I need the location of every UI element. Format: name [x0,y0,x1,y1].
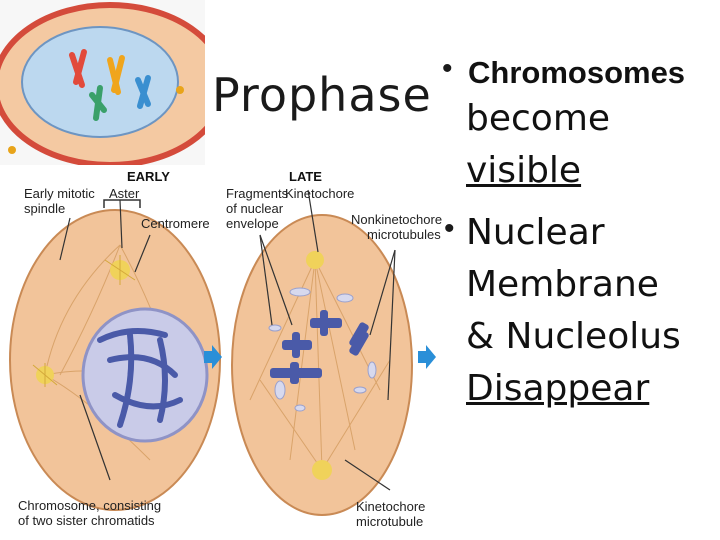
prophase-inset-image [0,0,205,165]
label-fragments-nuclear-envelope: Fragments of nuclear envelope [226,186,289,231]
label-kinetochore: Kinetochore [285,186,355,201]
label-centromere: Centromere [141,216,210,231]
late-cell [59,189,413,516]
bullet-2-line-1: Nuclear [466,212,605,253]
bullet-1-line-1: Chromosomes [468,55,686,90]
stage-label-early: EARLY [127,169,170,184]
arrow-icon [418,345,436,369]
label-kinetochore-microtubule: Kinetochore microtubule [356,499,426,529]
bullet-2-line-3: & Nucleolus [466,316,681,357]
label-chromosome: Chromosome, consisting of two sister chr… [18,498,162,528]
bullet-dot: • [442,52,453,85]
bullet-1-line-3: visible [466,150,582,191]
bullet-2-line-4: Disappear [466,368,650,409]
prophase-diagram [9,189,436,516]
label-aster: Aster [109,186,140,201]
early-cell [9,199,221,511]
label-nonkinetochore-microtubules: Nonkinetochore microtubules [351,212,443,242]
bullet-dot: • [444,212,455,245]
slide-title: Prophase [212,68,432,122]
label-early-mitotic-spindle: Early mitotic spindle [24,186,95,216]
bullet-2-line-2: Membrane [466,264,659,305]
arrow-icon [204,345,222,369]
bullet-1-line-2: become [466,98,611,139]
stage-label-late: LATE [289,169,322,184]
